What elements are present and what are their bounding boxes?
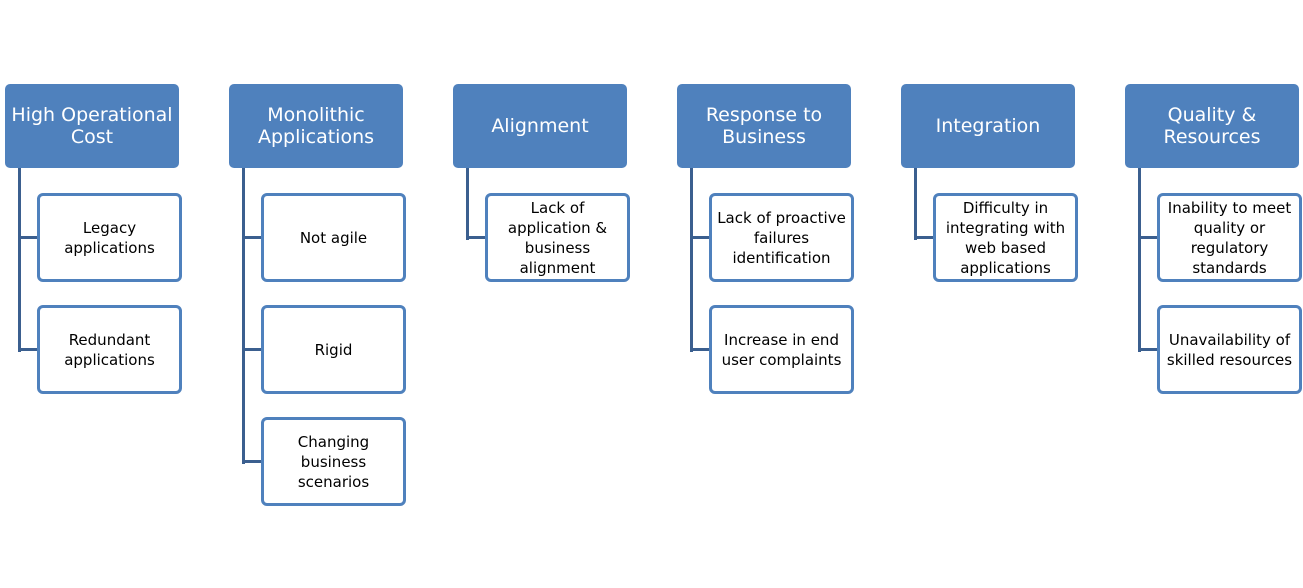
connector-vertical <box>1138 168 1141 352</box>
connector-vertical <box>466 168 469 240</box>
sub-item-box: Not agile <box>261 193 406 282</box>
connector-horizontal <box>242 460 262 463</box>
connector-horizontal <box>242 236 262 239</box>
connector-vertical <box>242 168 245 464</box>
sub-item-box: Redundant applications <box>37 305 182 394</box>
connector-horizontal <box>914 236 934 239</box>
sub-item-box: Unavailability of skilled resources <box>1157 305 1302 394</box>
connector-horizontal <box>1138 348 1158 351</box>
sub-item-box: Increase in end user complaints <box>709 305 854 394</box>
connector-horizontal <box>690 236 710 239</box>
sub-item-box: Legacy applications <box>37 193 182 282</box>
category-header: Quality & Resources <box>1125 84 1299 168</box>
sub-item-box: Lack of proactive failures identificatio… <box>709 193 854 282</box>
sub-item-box: Difficulty in integrating with web based… <box>933 193 1078 282</box>
connector-vertical <box>690 168 693 352</box>
connector-horizontal <box>242 348 262 351</box>
connector-horizontal <box>1138 236 1158 239</box>
connector-vertical <box>18 168 21 352</box>
connector-horizontal <box>18 348 38 351</box>
category-header: Integration <box>901 84 1075 168</box>
sub-item-box: Changing business scenarios <box>261 417 406 506</box>
sub-item-box: Inability to meet quality or regulatory … <box>1157 193 1302 282</box>
category-header: Monolithic Applications <box>229 84 403 168</box>
connector-horizontal <box>466 236 486 239</box>
connector-horizontal <box>690 348 710 351</box>
category-header: High Operational Cost <box>5 84 179 168</box>
sub-item-box: Lack of application & business alignment <box>485 193 630 282</box>
connector-vertical <box>914 168 917 240</box>
sub-item-box: Rigid <box>261 305 406 394</box>
category-header: Alignment <box>453 84 627 168</box>
category-header: Response to Business <box>677 84 851 168</box>
connector-horizontal <box>18 236 38 239</box>
